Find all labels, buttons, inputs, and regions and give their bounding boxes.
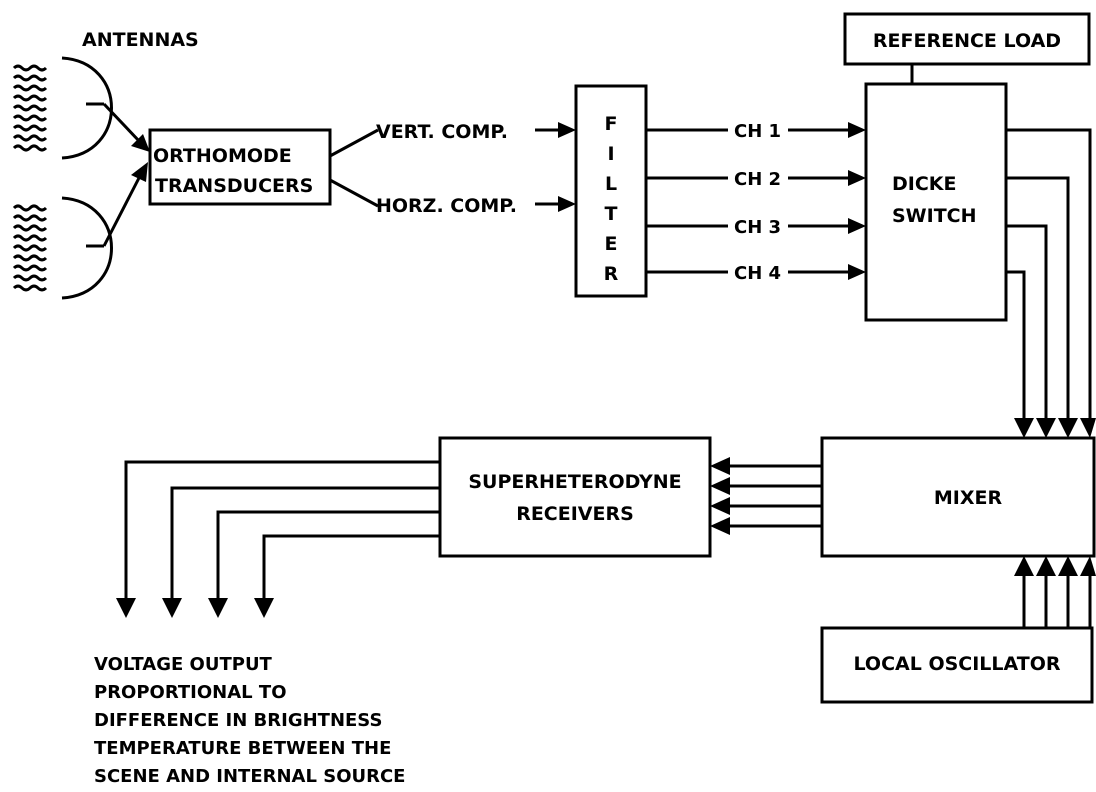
- channel-label: CH 3: [734, 217, 781, 238]
- dicke-switch-label-line2: SWITCH: [892, 205, 977, 227]
- channel-label: CH 1: [734, 121, 781, 142]
- antenna-top-icon: [12, 56, 113, 160]
- channel-label: CH 4: [734, 263, 781, 284]
- filter-letter: T: [605, 203, 618, 225]
- receivers-label-line1: SUPERHETERODYNE: [468, 471, 681, 493]
- orthomode-label-line1: ORTHOMODE: [153, 145, 292, 167]
- antenna-feed-lines: [102, 102, 150, 247]
- antenna-bottom-icon: [12, 196, 113, 300]
- dicke-switch-box: [864, 82, 1008, 322]
- channel-label: CH 2: [734, 169, 781, 190]
- channel-lines: [646, 122, 866, 280]
- superheterodyne-receivers-box: [438, 436, 712, 558]
- reference-load-label: REFERENCE LOAD: [873, 30, 1061, 52]
- horz-comp-label: HORZ. COMP.: [376, 195, 517, 217]
- vert-comp-label: VERT. COMP.: [376, 121, 508, 143]
- orthomode-transducers-box: [148, 128, 332, 206]
- switch-to-mixer-lines: [1006, 128, 1096, 438]
- reference-load-box: [843, 12, 1091, 66]
- orthomode-label-line2: TRANSDUCERS: [155, 175, 313, 197]
- filter-letter: I: [607, 143, 614, 165]
- filter-letter: E: [605, 233, 618, 255]
- filter-letter: L: [605, 173, 617, 195]
- local-oscillator-label: LOCAL OSCILLATOR: [854, 653, 1061, 675]
- filter-box: [574, 84, 648, 298]
- mixer-label: MIXER: [934, 487, 1003, 509]
- output-description-line: SCENE AND INTERNAL SOURCE: [94, 766, 405, 787]
- component-to-filter-arrows: [535, 122, 576, 212]
- receiver-output-lines: [116, 460, 440, 618]
- dicke-switch-label-line1: DICKE: [892, 173, 957, 195]
- output-description-line: VOLTAGE OUTPUT: [94, 654, 273, 675]
- antennas-label: ANTENNAS: [82, 29, 199, 51]
- oscillator-to-mixer-lines: [1014, 556, 1096, 628]
- local-oscillator-box: [820, 626, 1094, 704]
- filter-letter: R: [604, 263, 619, 285]
- output-description-line: DIFFERENCE IN BRIGHTNESS: [94, 710, 382, 731]
- output-description-line: TEMPERATURE BETWEEN THE: [94, 738, 391, 759]
- receivers-label-line2: RECEIVERS: [516, 503, 634, 525]
- mixer-box: [820, 436, 1096, 558]
- component-split-lines: [329, 128, 379, 208]
- mixer-to-receiver-arrows: [710, 457, 822, 535]
- output-description-line: PROPORTIONAL TO: [94, 682, 287, 703]
- filter-letter: F: [605, 113, 618, 135]
